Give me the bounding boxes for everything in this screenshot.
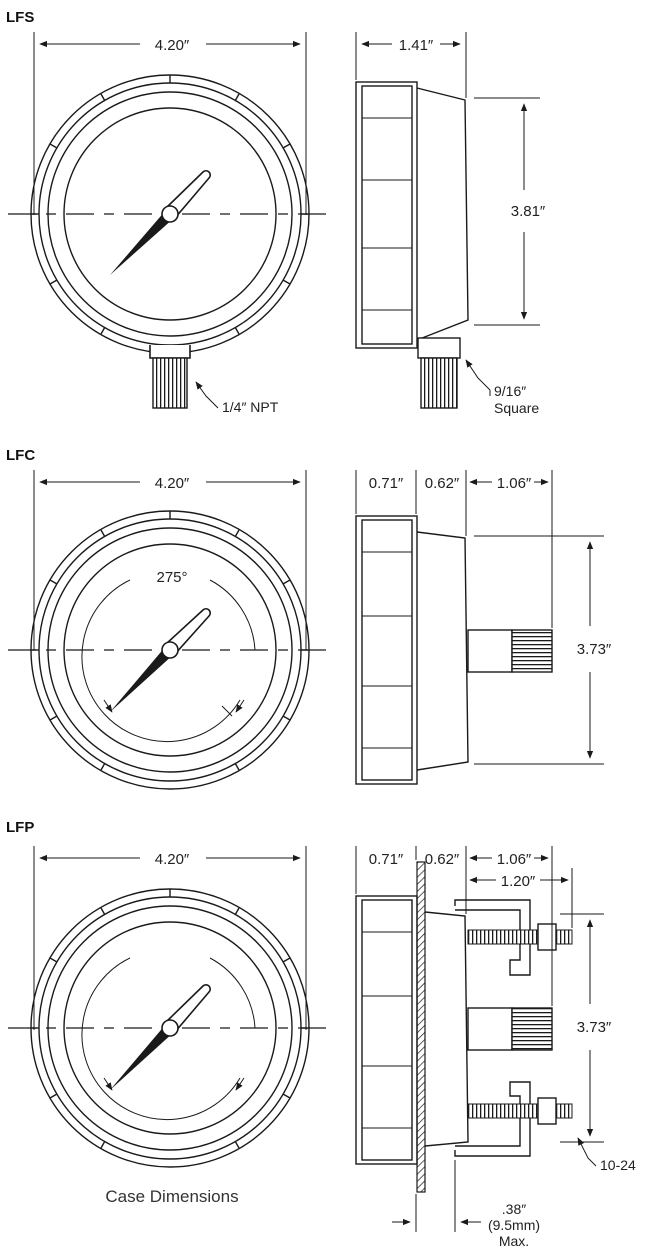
lfs-front-view [8, 74, 328, 409]
lfp-clearance: .38″ [502, 1201, 526, 1217]
lfs-title: LFS [6, 9, 34, 26]
lfp-dim-b: 0.62″ [425, 851, 460, 868]
lfc-height-dimension: 3.73″ [474, 535, 612, 765]
lfc-depth-dimensions: 0.71″ 0.62″ 1.06″ [355, 470, 553, 628]
lfp-dim-a: 0.71″ [369, 851, 404, 868]
lfs-height-dimension: 3.81″ [474, 97, 546, 326]
lfp-dim-c: 1.06″ [497, 851, 532, 868]
lfc-width-dimension: 4.20″ [33, 470, 307, 650]
lfs-section: LFS 4.20″ [6, 9, 546, 416]
lfs-depth-dimension: 1.41″ [355, 32, 467, 98]
lfc-front-view: 275° [8, 510, 328, 790]
lfs-height-label: 3.81″ [511, 203, 546, 220]
lfc-side-view [355, 515, 553, 785]
lfp-height-dimension: 3.73″ [560, 913, 612, 1143]
lfs-wrench-shape: Square [494, 400, 539, 416]
lfp-dim-d: 1.20″ [501, 873, 536, 890]
lfp-height-label: 3.73″ [577, 1019, 612, 1036]
lfc-dim-c: 1.06″ [497, 475, 532, 492]
lfc-section: LFC 4.20″ [6, 447, 612, 790]
lfp-depth-dimensions: 0.71″ 0.62″ 1.06″ 1.20″ [355, 846, 573, 1006]
lfc-dim-a: 0.71″ [369, 475, 404, 492]
lfp-front-view [8, 888, 328, 1168]
lfc-height-label: 3.73″ [577, 641, 612, 658]
lfc-dim-b: 0.62″ [425, 475, 460, 492]
lfs-wrench-size: 9/16″ [494, 383, 526, 399]
lfs-side-view [355, 81, 469, 409]
lfc-arc-angle: 275° [156, 569, 187, 586]
lfs-thread-label: 1/4″ NPT [222, 399, 279, 415]
lfc-width-label: 4.20″ [155, 475, 190, 492]
lfs-depth-label: 1.41″ [399, 37, 434, 54]
lfc-title: LFC [6, 447, 35, 464]
lfp-title: LFP [6, 819, 34, 836]
lfp-screw-label: 10-24 [600, 1157, 636, 1173]
caption: Case Dimensions [105, 1187, 238, 1206]
lfs-width-label: 4.20″ [155, 37, 190, 54]
lfp-clearance-dimension: .38″ (9.5mm) Max. [392, 1160, 540, 1249]
lfp-side-view [355, 861, 573, 1193]
lfp-section: LFP 4.20″ [6, 819, 636, 1249]
lfp-clearance-note: Max. [499, 1233, 529, 1249]
lfp-clearance-mm: (9.5mm) [488, 1217, 540, 1233]
lfp-width-label: 4.20″ [155, 851, 190, 868]
